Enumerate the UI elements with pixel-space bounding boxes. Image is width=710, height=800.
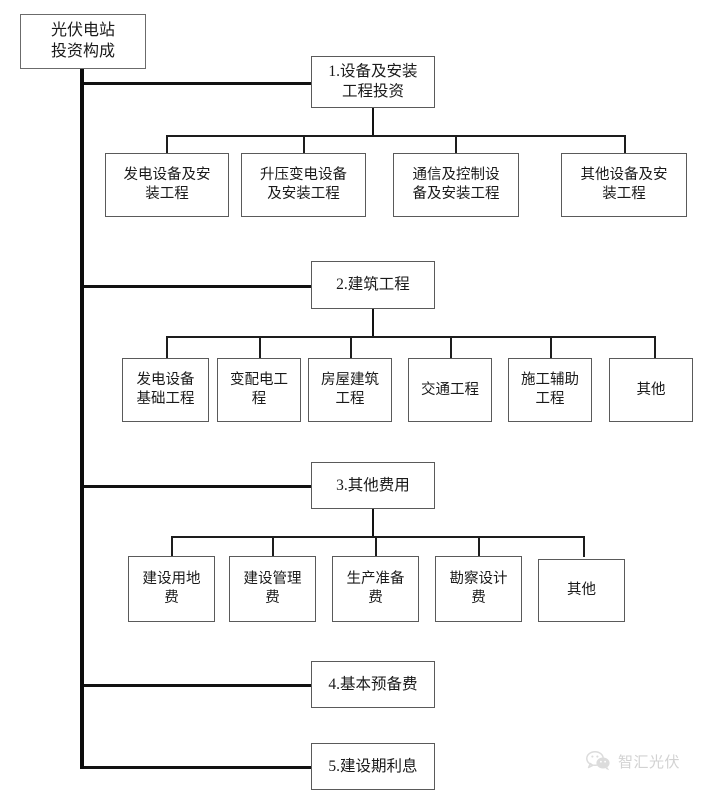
node-leaf-2-1[interactable]: 发电设备基础工程 <box>122 358 209 422</box>
drop-2-2 <box>259 336 261 359</box>
stem-branch-3 <box>372 509 375 537</box>
drop-1-4 <box>624 135 626 154</box>
connector-branch-4 <box>82 684 313 687</box>
node-branch-1-label: 1.设备及安装工程投资 <box>328 63 418 100</box>
node-leaf-1-2[interactable]: 升压变电设备及安装工程 <box>241 153 366 217</box>
node-leaf-3-3[interactable]: 生产准备费 <box>332 556 419 622</box>
node-leaf-1-3-label: 通信及控制设备及安装工程 <box>412 167 500 202</box>
children-bus-branch-3 <box>171 536 585 538</box>
drop-1-2 <box>303 135 305 154</box>
node-leaf-3-2-label: 建设管理费 <box>243 571 302 606</box>
node-leaf-2-2[interactable]: 变配电工程 <box>217 358 301 422</box>
watermark: 智汇光伏 <box>586 750 680 772</box>
node-leaf-3-4-label: 勘察设计费 <box>449 571 508 606</box>
drop-1-1 <box>166 135 168 154</box>
connector-branch-3 <box>82 485 313 488</box>
node-leaf-3-3-label: 生产准备费 <box>346 571 405 606</box>
stem-branch-1 <box>372 108 375 136</box>
node-branch-2-label: 2.建筑工程 <box>336 276 410 294</box>
trunk-line <box>80 68 84 769</box>
node-leaf-2-3[interactable]: 房屋建筑工程 <box>308 358 392 422</box>
node-leaf-3-1[interactable]: 建设用地费 <box>128 556 215 622</box>
drop-3-5 <box>583 536 585 557</box>
node-branch-3-label: 3.其他费用 <box>336 476 410 494</box>
node-leaf-3-5-label: 其他 <box>567 582 596 599</box>
stem-branch-2 <box>372 309 375 337</box>
drop-2-5 <box>550 336 552 359</box>
drop-3-4 <box>478 536 480 557</box>
node-leaf-3-2[interactable]: 建设管理费 <box>229 556 316 622</box>
node-leaf-1-2-label: 升压变电设备及安装工程 <box>260 167 347 202</box>
node-branch-5[interactable]: 5.建设期利息 <box>311 743 435 790</box>
drop-2-6 <box>654 336 656 359</box>
node-root-label: 光伏电站投资构成 <box>50 22 115 60</box>
node-root[interactable]: 光伏电站投资构成 <box>20 14 146 69</box>
drop-2-1 <box>166 336 168 359</box>
connector-branch-5 <box>82 766 313 769</box>
node-leaf-1-3[interactable]: 通信及控制设备及安装工程 <box>393 153 519 217</box>
node-leaf-1-4-label: 其他设备及安装工程 <box>580 167 668 202</box>
connector-branch-1 <box>82 82 313 85</box>
node-leaf-3-1-label: 建设用地费 <box>142 571 201 606</box>
node-branch-4-label: 4.基本预备费 <box>328 675 418 693</box>
node-branch-3[interactable]: 3.其他费用 <box>311 462 435 509</box>
node-leaf-2-6-label: 其他 <box>636 381 666 398</box>
node-branch-2[interactable]: 2.建筑工程 <box>311 261 435 309</box>
node-leaf-1-1-label: 发电设备及安装工程 <box>123 167 211 202</box>
node-leaf-3-4[interactable]: 勘察设计费 <box>435 556 522 622</box>
children-bus-branch-2 <box>166 336 656 338</box>
watermark-text: 智汇光伏 <box>618 753 681 771</box>
node-leaf-2-2-label: 变配电工程 <box>230 372 288 407</box>
drop-3-1 <box>171 536 173 557</box>
node-branch-4[interactable]: 4.基本预备费 <box>311 661 435 708</box>
node-leaf-2-1-label: 发电设备基础工程 <box>136 372 195 407</box>
wechat-icon <box>586 750 612 772</box>
node-leaf-2-4-label: 交通工程 <box>421 381 479 398</box>
children-bus-branch-1 <box>166 135 624 137</box>
node-leaf-2-4[interactable]: 交通工程 <box>408 358 492 422</box>
drop-2-4 <box>450 336 452 359</box>
drop-3-3 <box>375 536 377 557</box>
node-leaf-2-5-label: 施工辅助工程 <box>521 372 579 407</box>
drop-2-3 <box>350 336 352 359</box>
connector-branch-2 <box>82 285 313 288</box>
node-leaf-2-6[interactable]: 其他 <box>609 358 693 422</box>
node-leaf-2-3-label: 房屋建筑工程 <box>321 372 379 407</box>
node-branch-1[interactable]: 1.设备及安装工程投资 <box>311 56 435 108</box>
node-leaf-2-5[interactable]: 施工辅助工程 <box>508 358 592 422</box>
node-leaf-1-1[interactable]: 发电设备及安装工程 <box>105 153 229 217</box>
node-leaf-1-4[interactable]: 其他设备及安装工程 <box>561 153 687 217</box>
node-branch-5-label: 5.建设期利息 <box>328 757 418 775</box>
drop-1-3 <box>455 135 457 154</box>
drop-3-2 <box>272 536 274 557</box>
node-leaf-3-5[interactable]: 其他 <box>538 559 625 622</box>
